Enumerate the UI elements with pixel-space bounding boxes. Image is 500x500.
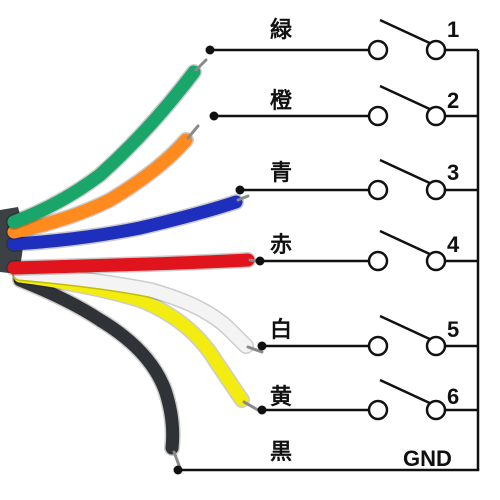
switch-contact-left-5 bbox=[367, 335, 389, 357]
wire-white bbox=[13, 266, 253, 353]
wire-green-bare-end bbox=[194, 58, 208, 72]
switch-contact-right-5 bbox=[425, 335, 447, 357]
switch-contact-left-1 bbox=[367, 39, 389, 61]
wire-red bbox=[7, 253, 255, 275]
wire-orange bbox=[7, 133, 193, 239]
switch-contact-right-3 bbox=[425, 179, 447, 201]
wire-black-bare-end bbox=[172, 450, 182, 470]
switch-number-5: 5 bbox=[447, 317, 459, 342]
switch-blade-3 bbox=[379, 158, 435, 187]
label-green: 緑 bbox=[270, 17, 293, 43]
wire-blue bbox=[7, 195, 243, 251]
switch-blade-5 bbox=[379, 314, 435, 343]
switch-contact-left-2 bbox=[367, 105, 389, 127]
label-orange: 橙 bbox=[270, 89, 293, 114]
switch-number-3: 3 bbox=[447, 160, 459, 185]
switch-contact-right-1 bbox=[425, 39, 447, 61]
label-white: 白 bbox=[270, 317, 292, 343]
switch-contact-right-2 bbox=[425, 105, 447, 127]
wire-orange-bare-end bbox=[186, 124, 200, 140]
switch-number-4: 4 bbox=[447, 232, 460, 257]
label-yellow: 黄 bbox=[270, 385, 292, 410]
gnd-label: GND bbox=[403, 446, 452, 471]
switch-contact-right-6 bbox=[425, 399, 447, 421]
circuit-layer bbox=[173, 18, 480, 475]
switch-number-1: 1 bbox=[447, 17, 459, 42]
switch-blade-6 bbox=[379, 378, 435, 407]
wire-black bbox=[13, 273, 180, 455]
wire-green bbox=[7, 65, 201, 229]
label-red: 赤 bbox=[270, 233, 292, 258]
switch-contact-left-3 bbox=[367, 179, 389, 201]
switch-number-2: 2 bbox=[447, 88, 459, 113]
switch-number-6: 6 bbox=[447, 384, 459, 409]
switch-contact-left-6 bbox=[367, 399, 389, 421]
switch-contact-right-4 bbox=[425, 250, 447, 272]
label-black: 黒 bbox=[270, 440, 292, 465]
wire-yellow-bare-end bbox=[242, 400, 260, 412]
wire-blue-bare-end bbox=[236, 194, 250, 202]
switch-blade-2 bbox=[379, 84, 435, 113]
wires-layer bbox=[6, 58, 264, 470]
switch-blade-4 bbox=[379, 229, 435, 258]
label-blue: 青 bbox=[270, 161, 292, 186]
switch-contact-left-4 bbox=[367, 250, 389, 272]
switch-blade-1 bbox=[379, 18, 435, 47]
wire-white-bare-end bbox=[246, 345, 264, 354]
